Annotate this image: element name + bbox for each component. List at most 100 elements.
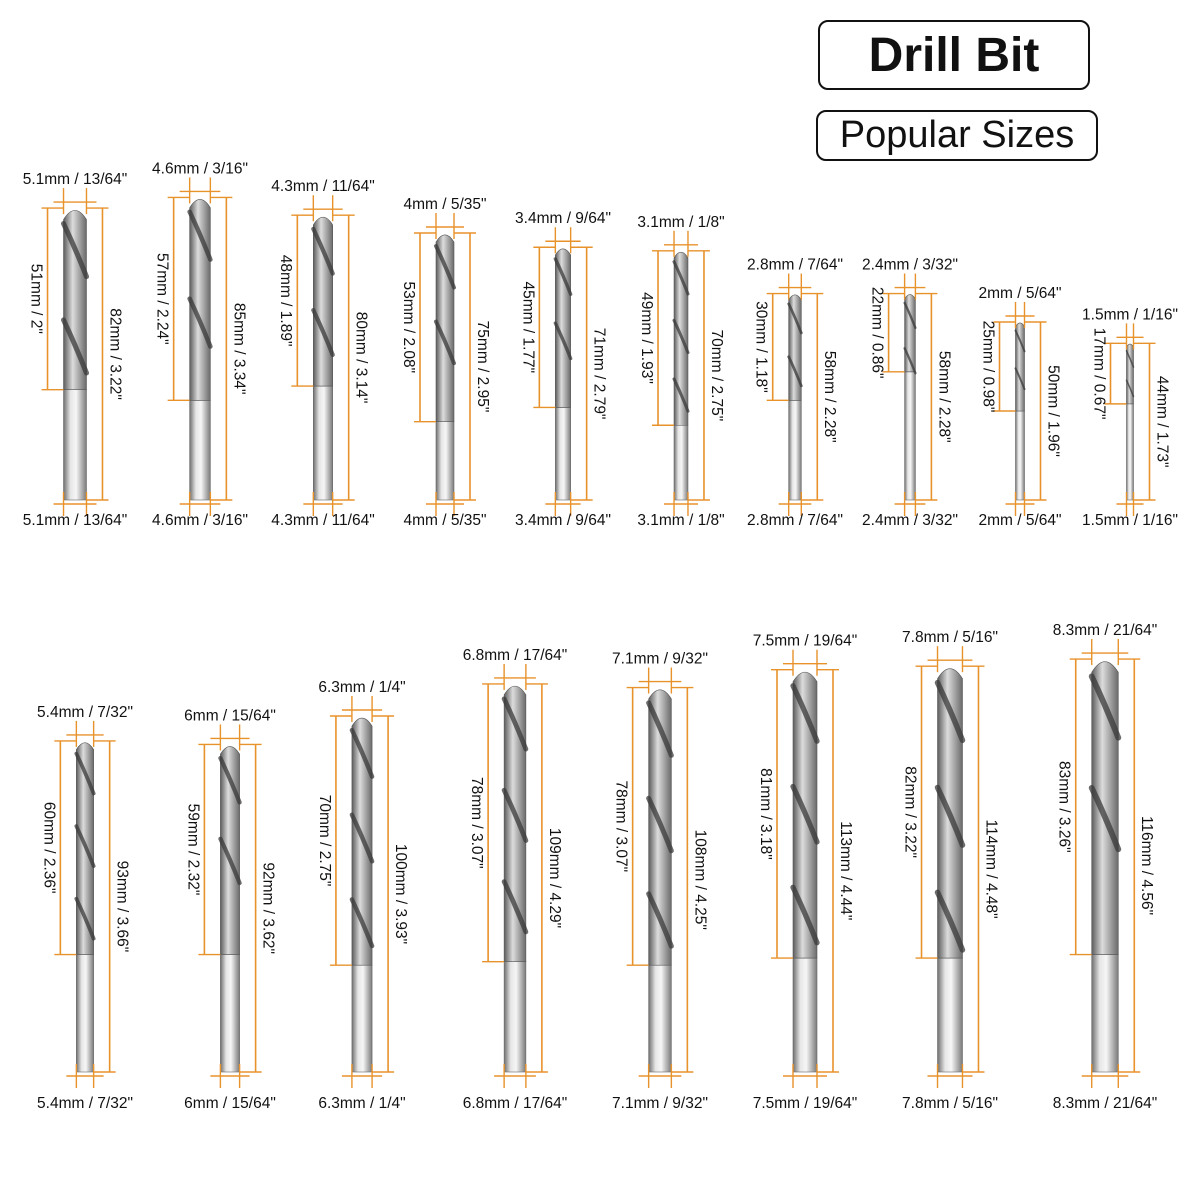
drill-helix bbox=[1014, 329, 1026, 391]
total-length-label: 109mm / 4.29" bbox=[546, 828, 563, 928]
drill-flute bbox=[1015, 322, 1025, 412]
drill-flute bbox=[1091, 661, 1119, 955]
drill-bit: 59mm / 2.32"92mm / 3.62"6mm / 15/64"6mm … bbox=[184, 707, 276, 1112]
bottom-size-label: 4mm / 5/35" bbox=[403, 512, 486, 529]
top-size-label: 1.5mm / 1/16" bbox=[1082, 306, 1178, 323]
drill-shank bbox=[1015, 410, 1025, 501]
bottom-size-label: 3.1mm / 1/8" bbox=[637, 512, 724, 529]
flute-length-label: 53mm / 2.08" bbox=[400, 282, 417, 374]
total-length-label: 92mm / 3.62" bbox=[260, 862, 277, 954]
drill-bit: 78mm / 3.07" 109mm / 4.29" 6.8mm / 17/64" 6… bbox=[463, 647, 568, 1112]
drill-shank bbox=[503, 961, 527, 1073]
bottom-size-label: 6.8mm / 17/64" bbox=[463, 1095, 568, 1112]
drill-helix bbox=[218, 755, 242, 886]
drill-bit: 53mm / 2.08"75mm / 2.95"4mm / 5/35"4mm /… bbox=[400, 196, 491, 529]
drill-bit: 17mm / 0.67"44mm / 1.73"1.5mm / 1/16"1.5… bbox=[1082, 306, 1178, 529]
drill-bit: 57mm / 2.24"85mm / 3.34"4.6mm / 3/16"4.6… bbox=[152, 160, 248, 529]
drill-shank bbox=[904, 371, 916, 501]
flute-length-label: 78mm / 3.07" bbox=[468, 777, 485, 869]
top-size-label: 6mm / 15/64" bbox=[184, 707, 276, 724]
flute-length-label: 48mm / 1.89" bbox=[277, 255, 294, 347]
top-size-label: 4.3mm / 11/64" bbox=[271, 178, 374, 195]
flute-length-label: 25mm / 0.98" bbox=[979, 321, 996, 413]
flute-length-label: 81mm / 3.18" bbox=[757, 768, 774, 860]
total-length-label: 71mm / 2.79" bbox=[591, 328, 608, 420]
drill-helix bbox=[903, 301, 917, 375]
drill-bit: 45mm / 1.77"71mm / 2.79"3.4mm / 9/64"3.4… bbox=[515, 210, 611, 529]
drill-bit: 22mm / 0.86"58mm / 2.28"2.4mm / 3/32"2.4… bbox=[862, 257, 958, 529]
total-length-label: 50mm / 1.96" bbox=[1044, 365, 1061, 457]
flute-length-label: 49mm / 1.93" bbox=[638, 292, 655, 384]
top-size-label: 7.1mm / 9/32" bbox=[612, 651, 708, 668]
top-size-label: 6.8mm / 17/64" bbox=[463, 647, 568, 664]
flute-length-label: 45mm / 1.77" bbox=[519, 282, 536, 374]
total-length-label: 116mm / 4.56" bbox=[1138, 816, 1155, 915]
flute-length-label: 70mm / 2.75" bbox=[316, 795, 333, 887]
bottom-size-label: 3.4mm / 9/64" bbox=[515, 512, 611, 529]
drill-helix bbox=[349, 727, 375, 949]
drill-flute bbox=[220, 746, 240, 955]
page-title: Drill Bit bbox=[868, 28, 1040, 82]
bottom-size-label: 4.6mm / 3/16" bbox=[152, 512, 248, 529]
drill-shank bbox=[788, 400, 802, 501]
bottom-size-label: 7.1mm / 9/32" bbox=[612, 1095, 708, 1112]
total-length-label: 80mm / 3.14" bbox=[353, 312, 370, 404]
drill-helix bbox=[646, 700, 674, 949]
drill-shank bbox=[937, 957, 963, 1073]
bottom-size-label: 4.3mm / 11/64" bbox=[271, 512, 374, 529]
total-length-label: 93mm / 3.66" bbox=[114, 861, 131, 953]
drill-bit: 25mm / 0.98"50mm / 1.96"2mm / 5/64"2mm /… bbox=[978, 285, 1061, 529]
drill-shank bbox=[189, 400, 211, 501]
top-size-label: 3.1mm / 1/8" bbox=[637, 214, 724, 231]
drill-bit: 83mm / 3.26"116mm / 4.56"8.3mm / 21/64"8… bbox=[1053, 622, 1158, 1112]
bottom-size-label: 8.3mm / 21/64" bbox=[1053, 1095, 1158, 1112]
drill-helix bbox=[61, 221, 89, 376]
drill-helix bbox=[787, 302, 803, 388]
drill-bit: 81mm / 3.18"113mm / 4.44"7.5mm / 19/64"7… bbox=[753, 633, 858, 1112]
top-size-label: 2.8mm / 7/64" bbox=[747, 257, 843, 274]
flute-length-label: 22mm / 0.86" bbox=[869, 287, 886, 379]
flute-length-label: 59mm / 2.32" bbox=[184, 804, 201, 896]
top-size-label: 5.4mm / 7/32" bbox=[37, 704, 133, 721]
drill-helix bbox=[1088, 673, 1122, 853]
drill-bit: 49mm / 1.93" 70mm / 2.75" 3.1mm / 1/8" 3.1m… bbox=[637, 214, 725, 529]
drill-shank bbox=[792, 957, 818, 1073]
drill-bit: 78mm / 3.07"108mm / 4.25"7.1mm / 9/32"7.… bbox=[612, 651, 708, 1112]
flute-length-label: 60mm / 2.36" bbox=[40, 802, 57, 894]
top-size-label: 8.3mm / 21/64" bbox=[1053, 622, 1158, 639]
drill-helix bbox=[672, 260, 690, 413]
total-length-label: 114mm / 4.48" bbox=[982, 820, 999, 919]
total-length-label: 113mm / 4.44" bbox=[837, 821, 854, 920]
total-length-label: 44mm / 1.73" bbox=[1153, 376, 1170, 468]
total-length-label: 108mm / 4.25" bbox=[691, 830, 708, 930]
drill-bit: 60mm / 2.36"93mm / 3.66"5.4mm / 7/32"5.4… bbox=[37, 704, 133, 1112]
drill-bit: 48mm / 1.89" 80mm / 3.14" 4.3mm / 11/64" 4.… bbox=[271, 178, 374, 529]
drill-bit: 82mm / 3.22"114mm / 4.48"7.8mm / 5/16"7.… bbox=[901, 629, 999, 1112]
drill-shank bbox=[1126, 403, 1134, 501]
drill-helix bbox=[74, 751, 96, 941]
drill-helix bbox=[434, 244, 456, 366]
drill-helix bbox=[187, 209, 213, 349]
subtitle-badge: Popular Sizes bbox=[816, 110, 1098, 161]
top-size-label: 4mm / 5/35" bbox=[403, 196, 486, 213]
top-size-label: 4.6mm / 3/16" bbox=[152, 160, 248, 177]
drill-helix bbox=[790, 683, 820, 946]
top-size-label: 5.1mm / 13/64" bbox=[23, 171, 128, 188]
flute-length-label: 82mm / 3.22" bbox=[901, 766, 918, 858]
drill-shank bbox=[351, 964, 373, 1073]
total-length-label: 100mm / 3.93" bbox=[392, 844, 409, 944]
total-length-label: 70mm / 2.75" bbox=[708, 330, 725, 422]
drill-shank bbox=[555, 407, 571, 501]
drill-bit: 70mm / 2.75" 100mm / 3.93" 6.3mm / 1/4" 6.3… bbox=[316, 679, 409, 1112]
bottom-size-label: 6.3mm / 1/4" bbox=[318, 1095, 405, 1112]
drill-shank bbox=[435, 421, 455, 501]
page-subtitle: Popular Sizes bbox=[839, 114, 1075, 156]
top-size-label: 6.3mm / 1/4" bbox=[318, 679, 405, 696]
drill-shank bbox=[63, 389, 87, 501]
drill-shank bbox=[313, 385, 333, 501]
bottom-size-label: 5.1mm / 13/64" bbox=[23, 512, 128, 529]
top-size-label: 2.4mm / 3/32" bbox=[862, 257, 958, 274]
flute-length-label: 30mm / 1.18" bbox=[753, 301, 770, 393]
total-length-label: 58mm / 2.28" bbox=[935, 351, 952, 443]
